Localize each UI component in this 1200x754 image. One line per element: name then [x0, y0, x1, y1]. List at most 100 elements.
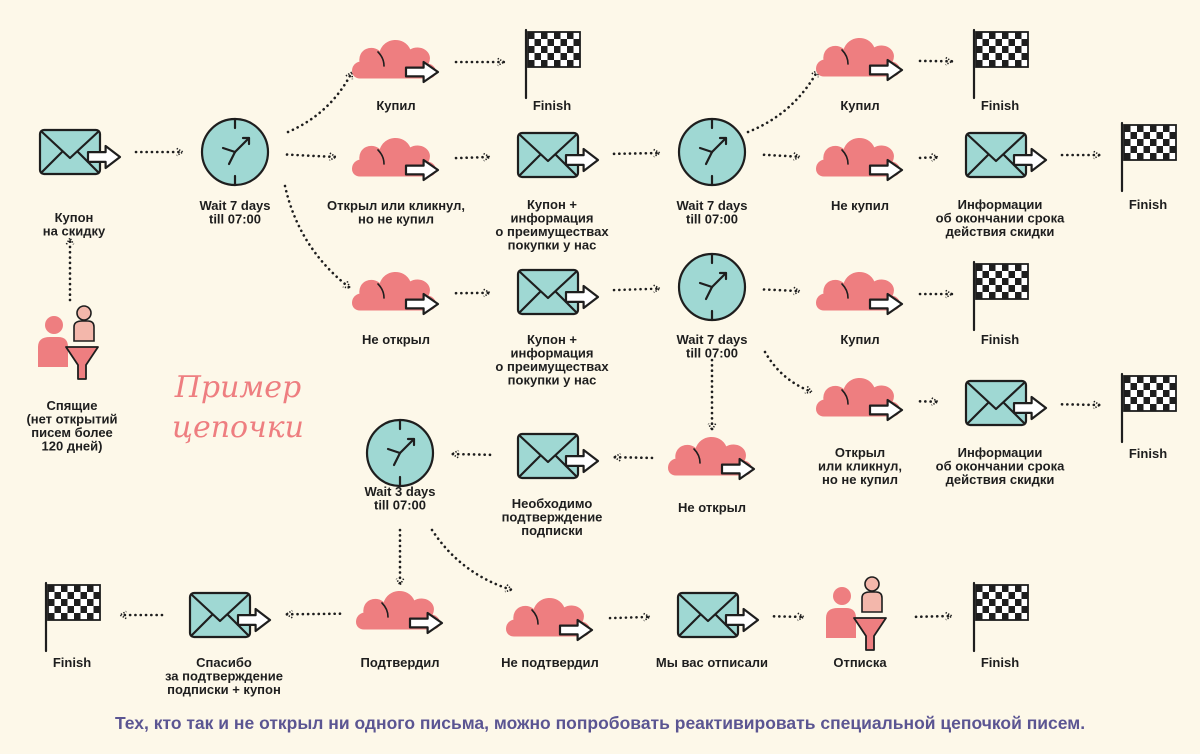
node-bought3: Купил: [816, 272, 904, 347]
node-notbought: Не купил: [816, 138, 904, 213]
node-bought1: Купил: [352, 40, 440, 113]
node-label: Купон +: [527, 197, 577, 212]
node-label: Wait 3 days: [364, 484, 435, 499]
node-label: но не купил: [358, 212, 434, 227]
node-confirmed: Подтвердил: [356, 591, 444, 670]
node-label: Не подтвердил: [501, 655, 599, 670]
finish-flag-icon: [524, 28, 581, 100]
finish-flag-icon: [44, 581, 101, 653]
node-label: Не открыл: [678, 500, 746, 515]
node-label: о преимуществах: [495, 359, 609, 374]
node-label: till 07:00: [374, 498, 426, 513]
node-label: Информации: [958, 197, 1043, 212]
node-label: Wait 7 days: [199, 198, 270, 213]
node-label: till 07:00: [209, 212, 261, 227]
diagram-title: Пример цепочки: [172, 370, 304, 445]
cloud-icon: [816, 378, 904, 422]
node-notopened2: Не открыл: [668, 437, 756, 515]
edge-email5-to-finish5: [1060, 400, 1102, 410]
envelope-icon: [964, 131, 1048, 179]
node-label: Необходимо: [512, 496, 593, 511]
envelope-icon: [516, 131, 600, 179]
footer-note: Тех, кто так и не открыл ни одного письм…: [114, 713, 1086, 733]
node-finish1: Finish: [524, 28, 581, 113]
finish-flag-icon: [1120, 372, 1177, 444]
clock-icon: [677, 117, 747, 187]
title-line-2: цепочки: [172, 410, 304, 445]
node-label: Купон: [55, 210, 94, 225]
node-label: подписки: [521, 523, 582, 538]
node-label: 120 дней): [42, 439, 103, 454]
node-label: на скидку: [43, 224, 106, 239]
clock-icon: [677, 252, 747, 322]
finish-flag-icon: [972, 260, 1029, 332]
node-label: (нет открытий: [26, 412, 117, 427]
node-label: за подтверждение: [165, 669, 283, 684]
cloud-icon: [816, 138, 904, 182]
node-label: писем более: [31, 425, 113, 440]
edge-opened1-to-email2: [454, 152, 492, 162]
node-finish5: Finish: [1120, 372, 1177, 461]
node-unsub_mail: Мы вас отписали: [656, 591, 768, 670]
node-label: Finish: [53, 655, 91, 670]
node-label: Finish: [533, 98, 571, 113]
node-notopened1: Не открыл: [352, 272, 440, 347]
node-finish3: Finish: [1120, 121, 1177, 212]
node-label: till 07:00: [686, 346, 738, 361]
edge-confirmed-to-thanks: [284, 609, 342, 619]
cloud-icon: [506, 598, 594, 642]
edge-wait3-to-opened2: [763, 350, 814, 394]
node-label: или кликнул,: [818, 459, 902, 474]
finish-flag-icon: [1120, 121, 1177, 193]
finish-flag-icon: [972, 28, 1029, 100]
cloud-icon: [352, 272, 440, 316]
edge-wait4-to-notconfirmed: [430, 528, 514, 593]
envelope-icon: [676, 591, 760, 639]
node-label: покупки у нас: [508, 238, 597, 253]
envelope-icon: [516, 268, 600, 316]
cloud-icon: [816, 38, 904, 82]
cloud-icon: [352, 40, 440, 84]
node-label: Finish: [1129, 446, 1167, 461]
edge-notconfirmed-to-unsub_mail: [608, 612, 652, 622]
node-label: Мы вас отписали: [656, 655, 768, 670]
node-label: действия скидки: [946, 224, 1055, 239]
edge-wait1-to-bought1: [286, 70, 354, 134]
node-label: Не купил: [831, 198, 889, 213]
node-notconfirmed: Не подтвердил: [501, 598, 599, 670]
node-label: Wait 7 days: [676, 332, 747, 347]
node-label: Открыл или кликнул,: [327, 198, 465, 213]
node-label: Подтвердил: [361, 655, 440, 670]
node-label: Купил: [376, 98, 415, 113]
node-label: покупки у нас: [508, 373, 597, 388]
node-label: Купил: [840, 98, 879, 113]
node-label: информация: [510, 211, 593, 226]
node-finish6: Finish: [44, 581, 101, 670]
node-label: Спасибо: [196, 655, 252, 670]
edge-wait1-to-opened1: [285, 152, 338, 162]
node-finish4: Finish: [972, 260, 1029, 347]
finish-flag-icon: [972, 581, 1029, 653]
cloud-icon: [356, 591, 444, 635]
envelope-icon: [516, 432, 600, 480]
edge-email2-to-wait2: [612, 148, 662, 158]
envelope-icon: [38, 128, 122, 176]
cloud-icon: [352, 138, 440, 182]
edge-email4-to-wait3: [612, 284, 662, 294]
node-label: информация: [510, 346, 593, 361]
clock-icon: [365, 418, 435, 488]
node-label: Информации: [958, 445, 1043, 460]
edge-confirm_req-to-wait4: [450, 449, 492, 459]
node-label: Отписка: [833, 655, 887, 670]
